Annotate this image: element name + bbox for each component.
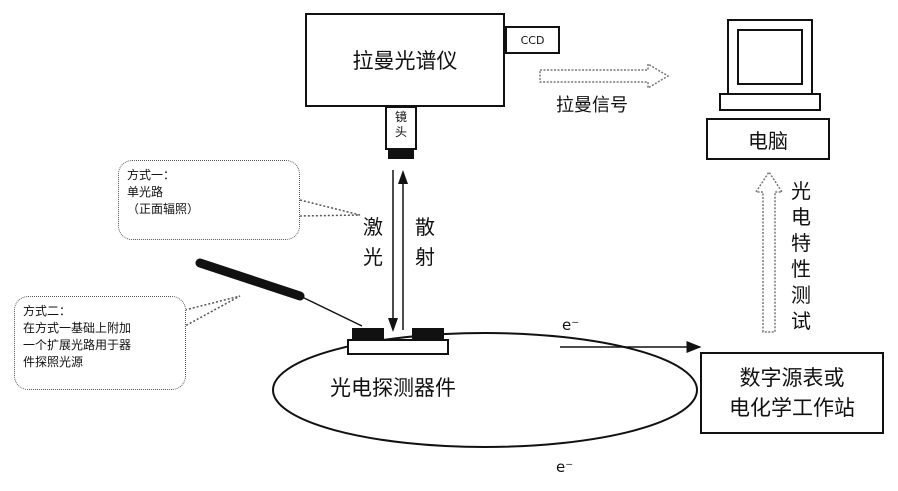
scatter-arrow [398, 170, 408, 330]
photo-test-arrow [756, 172, 782, 332]
detector-label: 光电探测器件 [330, 372, 456, 402]
mode2-callout: 方式二： 在方式一基础上附加 一个扩展光路用于器 件探照光源 [14, 296, 186, 390]
scatter-label: 散射 [414, 212, 436, 272]
raman-spectrometer-label: 拉曼光谱仪 [353, 45, 458, 75]
mode2-line3: 件探照光源 [23, 354, 177, 371]
raman-spectrometer-box: 拉曼光谱仪 [305, 13, 505, 107]
photo-test-label: 光电特 性测试 [790, 178, 812, 334]
detector-device-icon [348, 328, 448, 354]
mode1-callout: 方式一： 单光路 （正面辐照） [118, 160, 300, 240]
mode1-title: 方式一： [127, 167, 291, 184]
ccd-label: CCD [521, 34, 545, 47]
lens-label: 镜头 [394, 110, 408, 140]
mode1-callout-tail [300, 200, 360, 216]
electron-top-label: e⁻ [562, 316, 579, 334]
source-meter-box: 数字源表或 电化学工作站 [700, 352, 884, 434]
source-meter-line2: 电化学工作站 [729, 393, 855, 423]
laser-label: 激光 [362, 212, 384, 272]
light-source-probe-icon [200, 263, 362, 326]
mode1-line1: 单光路 [127, 184, 291, 201]
computer-box: 电脑 [706, 118, 830, 160]
source-meter-line1: 数字源表或 [740, 363, 845, 393]
mode1-line2: （正面辐照） [127, 201, 291, 218]
mode2-line2: 一个扩展光路用于器 [23, 337, 177, 354]
computer-label: 电脑 [748, 125, 788, 154]
raman-signal-arrow [540, 64, 668, 88]
mode2-title: 方式二： [23, 303, 177, 320]
mode2-callout-tail [185, 296, 240, 326]
raman-signal-label: 拉曼信号 [556, 91, 628, 117]
ccd-box: CCD [505, 26, 560, 54]
electron-bottom-label: e⁻ [556, 458, 573, 476]
computer-monitor-icon [720, 20, 820, 110]
mode2-line1: 在方式一基础上附加 [23, 320, 177, 337]
laser-arrow [388, 170, 398, 332]
